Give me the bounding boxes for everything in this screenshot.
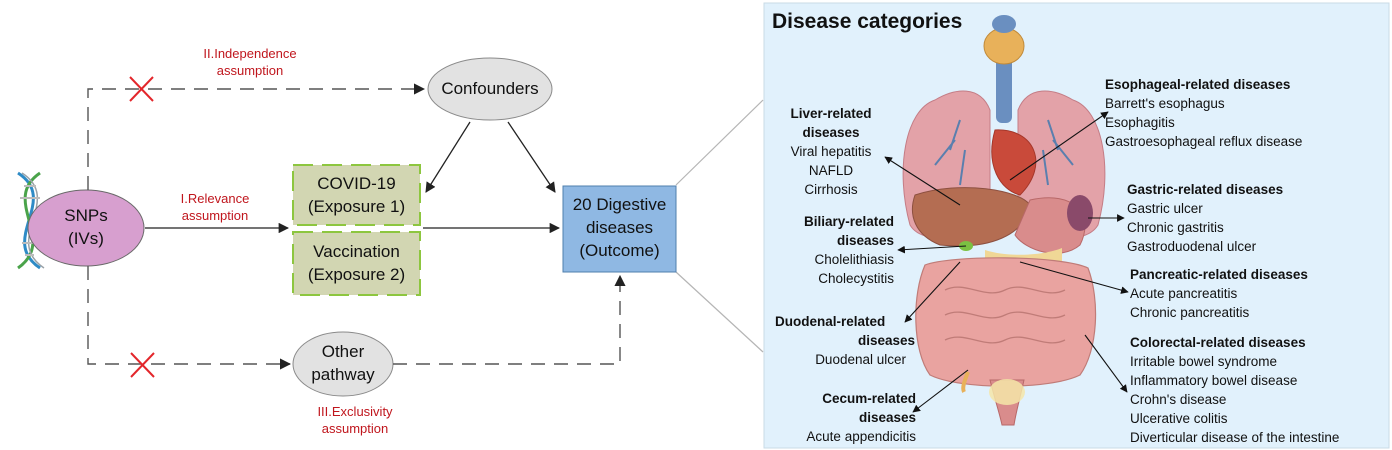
pancreatic-category: Pancreatic-related diseases Acute pancre… [1130, 265, 1308, 322]
category-item: Esophagitis [1105, 115, 1175, 130]
gastric-category: Gastric-related diseases Gastric ulcer C… [1127, 180, 1283, 256]
digestive-organs-illustration [902, 15, 1106, 426]
snp-label-line: (IVs) [68, 229, 104, 248]
biliary-category: Biliary-related diseases Cholelithiasis … [766, 212, 894, 288]
exposure1-label: COVID-19 (Exposure 1) [293, 172, 420, 218]
category-item: Chronic pancreatitis [1130, 305, 1250, 320]
category-title: diseases [857, 333, 915, 348]
assumption-line: assumption [216, 63, 284, 78]
exposure1-label-line: (Exposure 1) [307, 197, 406, 216]
category-title: diseases [802, 125, 860, 140]
snp-label: SNPs (IVs) [45, 204, 127, 250]
category-title: diseases [836, 233, 894, 248]
exposure2-label-line: (Exposure 2) [307, 265, 406, 284]
category-title: Cecum-related [822, 391, 916, 406]
colorectal-category: Colorectal-related diseases Irritable bo… [1130, 333, 1339, 447]
category-item: Viral hepatitis [790, 144, 872, 159]
snp-label-line: SNPs [64, 206, 108, 225]
snp-node [27, 189, 145, 267]
category-item: Cholelithiasis [814, 252, 894, 267]
panel-title: Disease categories [772, 10, 963, 33]
exclusivity-assumption-label: III.Exclusivity assumption [290, 403, 420, 437]
esophageal-category: Esophageal-related diseases Barrett's es… [1105, 75, 1302, 151]
other-pathway-label: Other pathway [293, 340, 393, 386]
confounder-exposure-arrow [425, 121, 471, 193]
other-pathway-label-line: Other [321, 342, 365, 361]
exclusivity-path-left [87, 266, 292, 370]
confounder-outcome-arrow [507, 121, 556, 193]
category-item: Acute pancreatitis [1130, 286, 1238, 301]
outcome-label-line: 20 Digestive [572, 195, 667, 214]
assumption-line: I.Relevance [180, 191, 250, 206]
cross-icon [130, 352, 155, 378]
outcome-label-line: (Outcome) [579, 241, 660, 260]
outcome-label-line: diseases [585, 218, 654, 237]
category-item: Gastric ulcer [1127, 201, 1203, 216]
category-item: Gastroesophageal reflux disease [1105, 134, 1303, 149]
assumption-line: III.Exclusivity [317, 404, 393, 419]
confounders-label: Confounders [441, 79, 539, 98]
category-item: Cirrhosis [804, 182, 858, 197]
cross-icon [129, 76, 154, 102]
exposure1-label-line: COVID-19 [317, 174, 396, 193]
category-item: Crohn's disease [1130, 392, 1227, 407]
category-item: Chronic gastritis [1127, 220, 1224, 235]
category-item: Barrett's esophagus [1105, 96, 1225, 111]
assumption-line: assumption [181, 208, 249, 223]
liver-category: Liver-related diseases Viral hepatitis N… [778, 104, 884, 199]
outcome-label: 20 Digestive diseases (Outcome) [563, 193, 676, 262]
zoom-line-top [675, 99, 764, 186]
relevance-assumption-label: I.Relevance assumption [155, 190, 275, 224]
assumption-line: assumption [321, 421, 389, 436]
exclusivity-path-right [393, 274, 626, 365]
exposure1-box [292, 164, 421, 226]
zoom-line-bottom [675, 271, 764, 353]
exposure2-box [292, 231, 421, 296]
independence-path [87, 83, 426, 190]
confounders-node [427, 57, 553, 121]
category-item: Duodenal ulcer [815, 352, 906, 367]
outcome-box [562, 185, 677, 273]
category-item: Cholecystitis [818, 271, 894, 286]
category-item: Gastroduodenal ulcer [1127, 239, 1257, 254]
assumption-line: II.Independence [203, 46, 297, 61]
category-item: Irritable bowel syndrome [1130, 354, 1278, 369]
category-title: Liver-related [790, 106, 872, 121]
category-item: Acute appendicitis [806, 429, 916, 444]
other-pathway-label-line: pathway [311, 365, 375, 384]
duodenal-category: Duodenal-related diseases Duodenal ulcer [775, 312, 915, 369]
cecum-category: Cecum-related diseases Acute appendiciti… [766, 389, 916, 446]
category-title: Duodenal-related [775, 314, 886, 329]
category-item: Diverticular disease of the intestine [1130, 430, 1340, 445]
independence-assumption-label: II.Independence assumption [180, 45, 320, 79]
exposure2-label-line: Vaccination [313, 242, 400, 261]
category-title: Colorectal-related diseases [1130, 335, 1306, 350]
category-title: Gastric-related diseases [1127, 182, 1284, 197]
category-item: Inflammatory bowel disease [1130, 373, 1298, 388]
category-pointer-arrows [884, 111, 1129, 413]
exposure2-label: Vaccination (Exposure 2) [293, 240, 420, 286]
category-title: diseases [858, 410, 916, 425]
category-item: NAFLD [808, 163, 854, 178]
category-title: Esophageal-related diseases [1105, 77, 1291, 92]
category-title: Biliary-related [803, 214, 894, 229]
category-title: Pancreatic-related diseases [1130, 267, 1308, 282]
category-item: Ulcerative colitis [1130, 411, 1228, 426]
